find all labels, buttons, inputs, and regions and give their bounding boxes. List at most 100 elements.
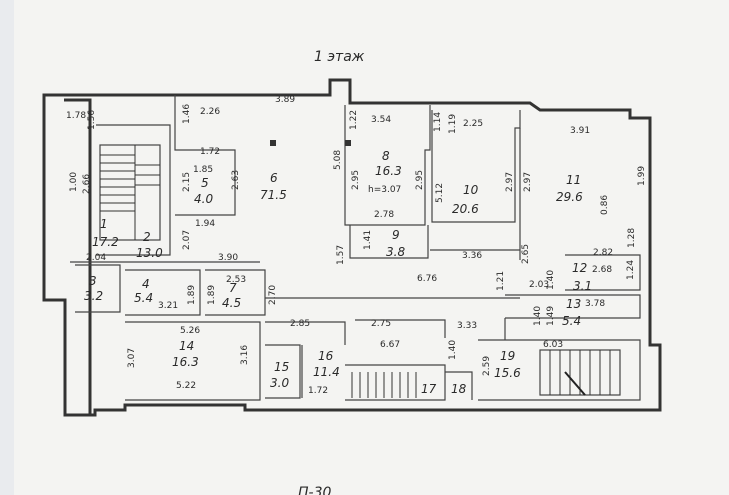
dimension: 2.26 [200,107,220,117]
dimension: 1.46 [182,104,192,124]
dimension: 1.21 [496,271,506,291]
dimension: 3.78 [585,299,605,309]
room-3-number: 3 [89,274,97,288]
dimension: 3.36 [462,251,482,261]
room-labels: 1 17.2 2 13.0 3 3.2 4 5.4 5 4.0 6 71.5 7… [84,149,592,396]
dimension: 1.40 [448,340,458,360]
dimension: 5.26 [180,326,200,336]
room-2-number: 2 [143,230,151,244]
dimension: 1.57 [336,245,346,265]
staircase-left [99,144,161,241]
plan-title: 1 этаж [314,49,365,65]
dimension: 2.15 [182,172,192,192]
room-12-number: 12 [572,261,587,275]
dimension: 2.75 [371,319,391,329]
outer-walls [42,78,662,417]
dimension: 1.89 [207,285,217,305]
room-10-area: 20.6 [452,202,479,216]
dimension: 6.67 [380,340,400,350]
room-2-area: 13.0 [136,246,163,260]
room-19-area: 15.6 [494,366,521,380]
dimension: 5.08 [333,150,343,170]
staircase-room17 [351,372,417,398]
dimension: 1.40 [533,306,543,326]
dimension: 1.41 [363,230,373,250]
room-13-area: 5.4 [562,314,581,328]
dimension: 1.49 [546,306,556,326]
room-6-number: 6 [270,171,278,185]
dimension: 2.95 [351,170,361,190]
room-7-number: 7 [229,281,237,295]
dimension: 5.22 [176,381,196,391]
dimension: 1.72 [308,386,328,396]
room-19-number: 19 [500,349,515,363]
dimension: 2.66 [82,174,92,194]
dimension: 1.24 [626,260,636,280]
room-1-number: 1 [100,217,108,231]
dimension: 3.90 [218,253,238,263]
room-1-area: 17.2 [92,235,119,249]
dimension: 3.07 [127,348,137,368]
dimension: 2.70 [268,285,278,305]
room-16-area: 11.4 [313,365,340,379]
room-17-number: 17 [421,382,437,396]
column [345,140,351,146]
interior-walls [70,95,641,401]
dimension: 2.65 [521,244,531,264]
room-5-area: 4.0 [194,192,213,206]
room-11-number: 11 [566,173,581,187]
room-3-area: 3.2 [84,289,103,303]
dimension: 2.63 [231,170,241,190]
room-14-area: 16.3 [172,355,199,369]
room-7-area: 4.5 [222,296,241,310]
room-11-area: 29.6 [556,190,583,204]
dimension: 2.04 [86,253,106,263]
room-6-area: 71.5 [260,188,287,202]
room-10-number: 10 [463,183,479,197]
footer-partial-text: П-30 [298,485,331,495]
dimension: 2.53 [226,275,246,285]
dimension: 3.91 [570,126,590,136]
room-5-number: 5 [201,176,209,190]
dimension: 3.21 [158,301,178,311]
column [270,140,276,146]
dimension: 1.85 [193,165,213,175]
dimension: 1.22 [349,110,359,130]
dimension: 1.40 [546,270,556,290]
dimension: 2.59 [482,356,492,376]
dimension: 2.78 [374,210,394,220]
dimension: 1.19 [448,114,458,134]
room-4-area: 5.4 [134,291,153,305]
dimension: 0.86 [600,195,610,215]
room-13-number: 13 [566,297,581,311]
dimension: 1.14 [433,112,443,132]
room-9-number: 9 [392,228,400,242]
dimension: 2.85 [290,319,310,329]
room-8-area: 16.3 [375,164,402,178]
dimension: 5.12 [435,183,445,203]
room-8-height: h=3.07 [368,185,401,195]
dimension-labels: 1.78 1.56 2.26 1.46 3.89 3.54 1.22 1.14 … [66,95,647,396]
dimension: 1.56 [87,110,97,130]
room-4-number: 4 [142,277,150,291]
room-14-number: 14 [179,339,194,353]
dimension: 2.68 [592,265,612,275]
dimension: 3.54 [371,115,391,125]
dimension: 2.82 [593,248,613,258]
dimension: 1.99 [637,166,647,186]
room-8-number: 8 [382,149,390,163]
dimension: 6.03 [543,340,563,350]
dimension: 1.00 [69,172,79,192]
dimension: 2.25 [463,119,483,129]
room-16-number: 16 [318,349,334,363]
staircase-room19 [539,349,621,396]
dimension: 3.16 [240,345,250,365]
dimension: 1.94 [195,219,215,229]
room-12-area: 3.1 [573,279,592,293]
dimension: 1.28 [627,228,637,248]
dimension: 2.97 [505,172,515,192]
dimension: 1.89 [187,285,197,305]
dimension: 2.97 [523,172,533,192]
dimension: 1.78 [66,111,86,121]
